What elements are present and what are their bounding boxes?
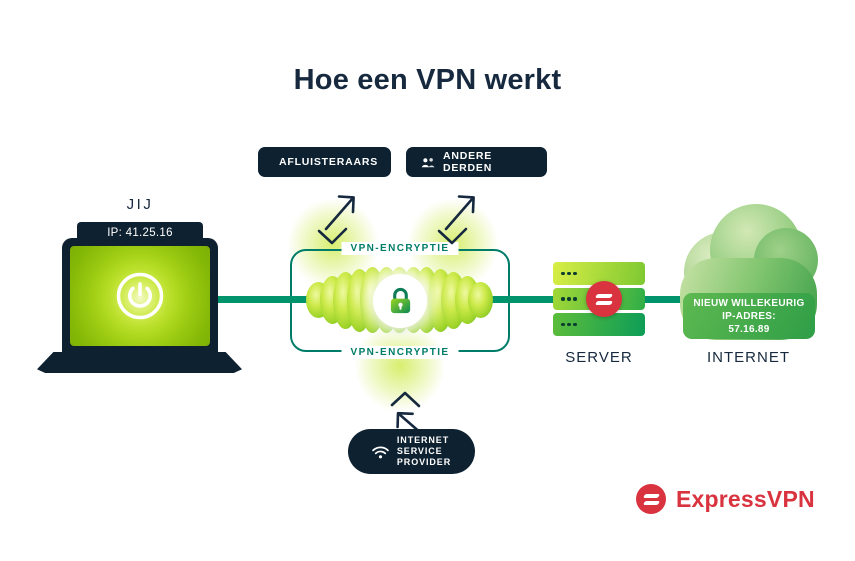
brand-logo: ExpressVPN	[636, 484, 815, 514]
server-led-dots	[561, 297, 565, 301]
deflected-arrow-icon	[317, 195, 355, 245]
third-parties-badge: ANDERE DERDEN	[406, 147, 547, 177]
vpn-server	[553, 262, 645, 337]
isp-label: INTERNET SERVICE PROVIDER	[397, 435, 451, 468]
logo-bar	[594, 293, 614, 298]
brand-name: ExpressVPN	[676, 485, 815, 512]
server-slat	[553, 313, 645, 337]
new-ip-line-1: NIEUW WILLEKEURIG	[693, 297, 805, 309]
deflected-arrow-icon	[437, 195, 475, 245]
logo-bar	[642, 493, 660, 498]
server-led-dots	[561, 271, 565, 276]
server-led-dots	[561, 322, 565, 327]
isp-line-2: SERVICE	[396, 446, 443, 456]
third-parties-icon	[421, 157, 435, 167]
isp-line-1: INTERNET	[396, 435, 450, 445]
eavesdroppers-badge: AFLUISTERAARS	[258, 147, 391, 177]
isp-badge: INTERNET SERVICE PROVIDER	[348, 429, 475, 474]
power-icon	[116, 272, 164, 320]
isp-line-3: PROVIDER	[396, 457, 452, 467]
padlock-badge	[373, 274, 427, 328]
laptop-base	[37, 352, 242, 373]
laptop-screen	[70, 246, 210, 346]
eavesdroppers-label: AFLUISTERAARS	[278, 156, 379, 168]
laptop	[62, 238, 218, 352]
server-label: SERVER	[565, 349, 633, 366]
wifi-icon	[372, 446, 389, 458]
logo-bar	[594, 300, 614, 305]
vpn-encryption-label-bottom: VPN-ENCRYPTIE	[341, 346, 459, 359]
new-ip-line-2: IP-ADRES:	[722, 310, 776, 322]
your-ip-badge: IP: 41.25.16	[77, 222, 203, 244]
you-label: JIJ	[126, 196, 154, 213]
coil-ring	[468, 282, 493, 318]
server-slat	[553, 262, 645, 285]
internet-label: INTERNET	[707, 349, 790, 366]
padlock-icon	[390, 287, 410, 313]
third-parties-label: ANDERE DERDEN	[442, 150, 493, 174]
logo-bar	[642, 500, 660, 505]
expressvpn-icon	[636, 484, 666, 514]
new-ip-line-3: 57.16.89	[728, 323, 770, 335]
page-title: Hoe een VPN werkt	[293, 64, 562, 96]
expressvpn-server-logo-icon	[586, 281, 622, 317]
vpn-encryption-label-top: VPN-ENCRYPTIE	[341, 242, 459, 255]
new-ip-badge: NIEUW WILLEKEURIG IP-ADRES: 57.16.89	[683, 293, 815, 339]
